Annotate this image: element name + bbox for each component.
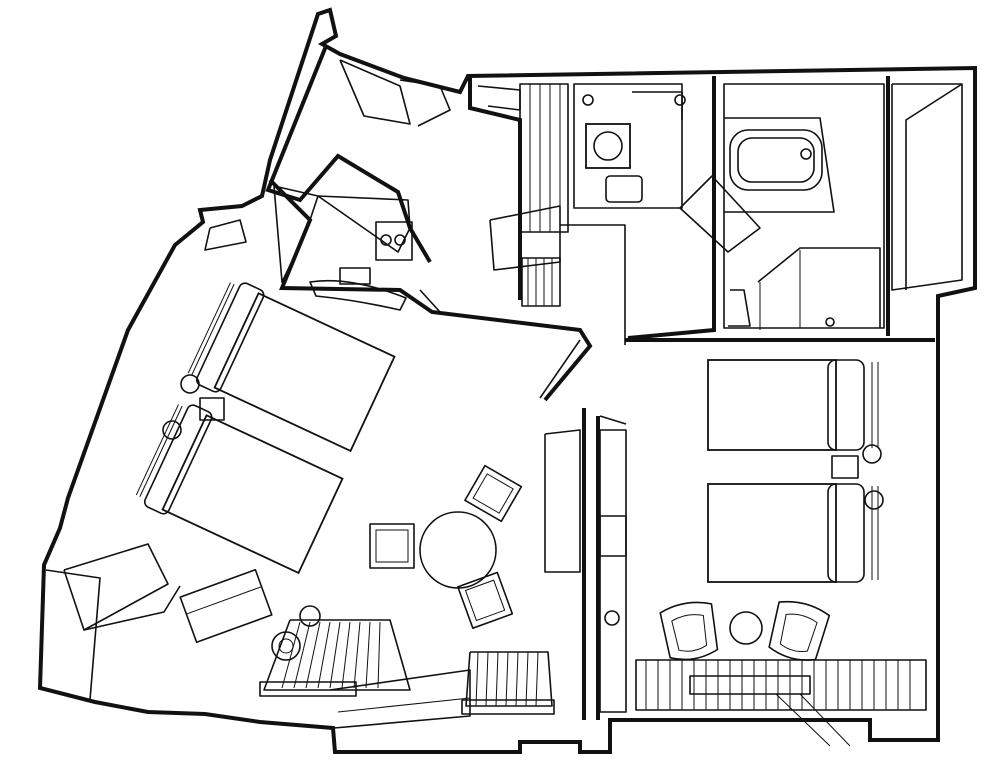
left-beds — [135, 282, 396, 575]
interior-walls — [268, 76, 935, 720]
lounge-chair — [369, 523, 415, 569]
armchair — [768, 600, 831, 661]
chest-of-drawers — [599, 429, 627, 713]
toilet-icon — [605, 175, 643, 203]
sliding-door-closet — [489, 83, 569, 307]
lamp-icon — [864, 490, 884, 510]
washbasin-icon — [593, 131, 623, 161]
left-storage — [63, 543, 321, 661]
lamp-icon — [862, 444, 882, 464]
pillow-icon — [827, 483, 865, 583]
window-sill — [329, 669, 471, 729]
radiator — [259, 619, 411, 697]
lamp-icon — [299, 605, 321, 627]
pillow-icon — [827, 359, 865, 451]
dining-set — [369, 464, 523, 629]
pillow-icon — [143, 404, 213, 515]
bathtub-icon — [729, 129, 823, 191]
right-beds — [707, 359, 884, 583]
doors — [419, 289, 627, 425]
round-table-icon — [729, 611, 763, 645]
desk — [309, 267, 407, 311]
lamp-icon — [180, 374, 200, 394]
entrance-hall — [339, 59, 521, 127]
wardrobe — [273, 185, 413, 283]
bathroom — [573, 83, 761, 253]
pillow-icon — [195, 282, 265, 393]
armchair — [659, 601, 719, 661]
lounge-chair — [457, 571, 514, 629]
shower-room — [723, 83, 885, 330]
radiator — [461, 651, 555, 715]
nightstand — [831, 455, 859, 479]
right-wardrobe — [891, 83, 963, 291]
radiator — [635, 659, 927, 747]
nightstand — [199, 397, 225, 421]
lamp-icon — [162, 420, 182, 440]
lounge-chair — [464, 464, 523, 523]
